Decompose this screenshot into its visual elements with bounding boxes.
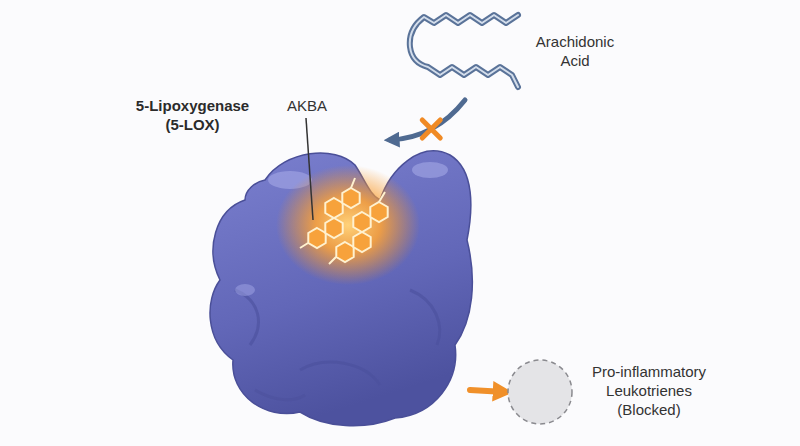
leader-line: [306, 118, 313, 220]
blocked-arrow: [390, 100, 465, 140]
dashed-circle: [505, 355, 575, 429]
node-title: Pro-inflammatory Leukotrienes (Blocked): [580, 363, 718, 419]
molecule-label: AKBA: [287, 97, 327, 115]
substrate-node: Arachidonic Acid: [400, 5, 630, 100]
block-cross: [422, 120, 440, 138]
node-title: Arachidonic Acid: [525, 33, 625, 71]
enzyme-blob: [205, 140, 470, 425]
enzyme-node: 5-Lipoxygenase (5-LOX): [205, 140, 470, 425]
node-title: 5-Lipoxygenase (5-LOX): [125, 97, 260, 135]
product-node: Pro-inflammatory Leukotrienes (Blocked): [505, 355, 720, 429]
output-arrow: [470, 390, 505, 392]
arachidonic-molecule: [400, 5, 630, 100]
